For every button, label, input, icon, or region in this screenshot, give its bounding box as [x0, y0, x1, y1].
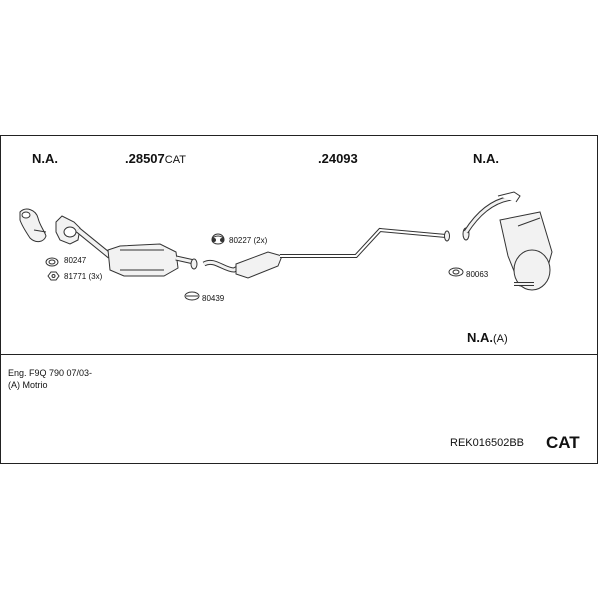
reference-code: REK016502BB — [450, 437, 524, 449]
nut-81771-icon — [47, 271, 60, 281]
cat-badge: CAT — [546, 433, 580, 452]
clamp-80227-icon — [211, 233, 225, 245]
hanger-80439-icon — [184, 291, 200, 301]
part-label-80063: 80063 — [466, 270, 489, 279]
engine-note: Eng. F9Q 790 07/03- — [8, 368, 93, 378]
part-label-81771: 81771 (3x) — [64, 272, 103, 281]
downpipe-flange — [55, 215, 81, 245]
catalytic-converter — [76, 227, 198, 277]
front-flange-gasket — [19, 208, 47, 243]
motrio-note: (A) Motrio — [8, 380, 48, 390]
header-na-rear: N.A. — [473, 151, 499, 166]
info-divider — [0, 354, 598, 355]
rear-silencer — [462, 191, 553, 291]
diagram-frame — [0, 135, 598, 464]
center-pipe — [202, 227, 450, 279]
part-label-80439: 80439 — [202, 294, 225, 303]
part-label-80227: 80227 (2x) — [229, 236, 268, 245]
header-na-motrio: N.A.(A) — [467, 330, 508, 345]
header-24093: .24093 — [318, 151, 358, 166]
header-na-front: N.A. — [32, 151, 58, 166]
part-label-80247: 80247 — [64, 256, 87, 265]
header-28507: .28507CAT — [125, 151, 186, 166]
gasket-80063-icon — [448, 267, 464, 277]
gasket-80247-icon — [45, 257, 59, 267]
